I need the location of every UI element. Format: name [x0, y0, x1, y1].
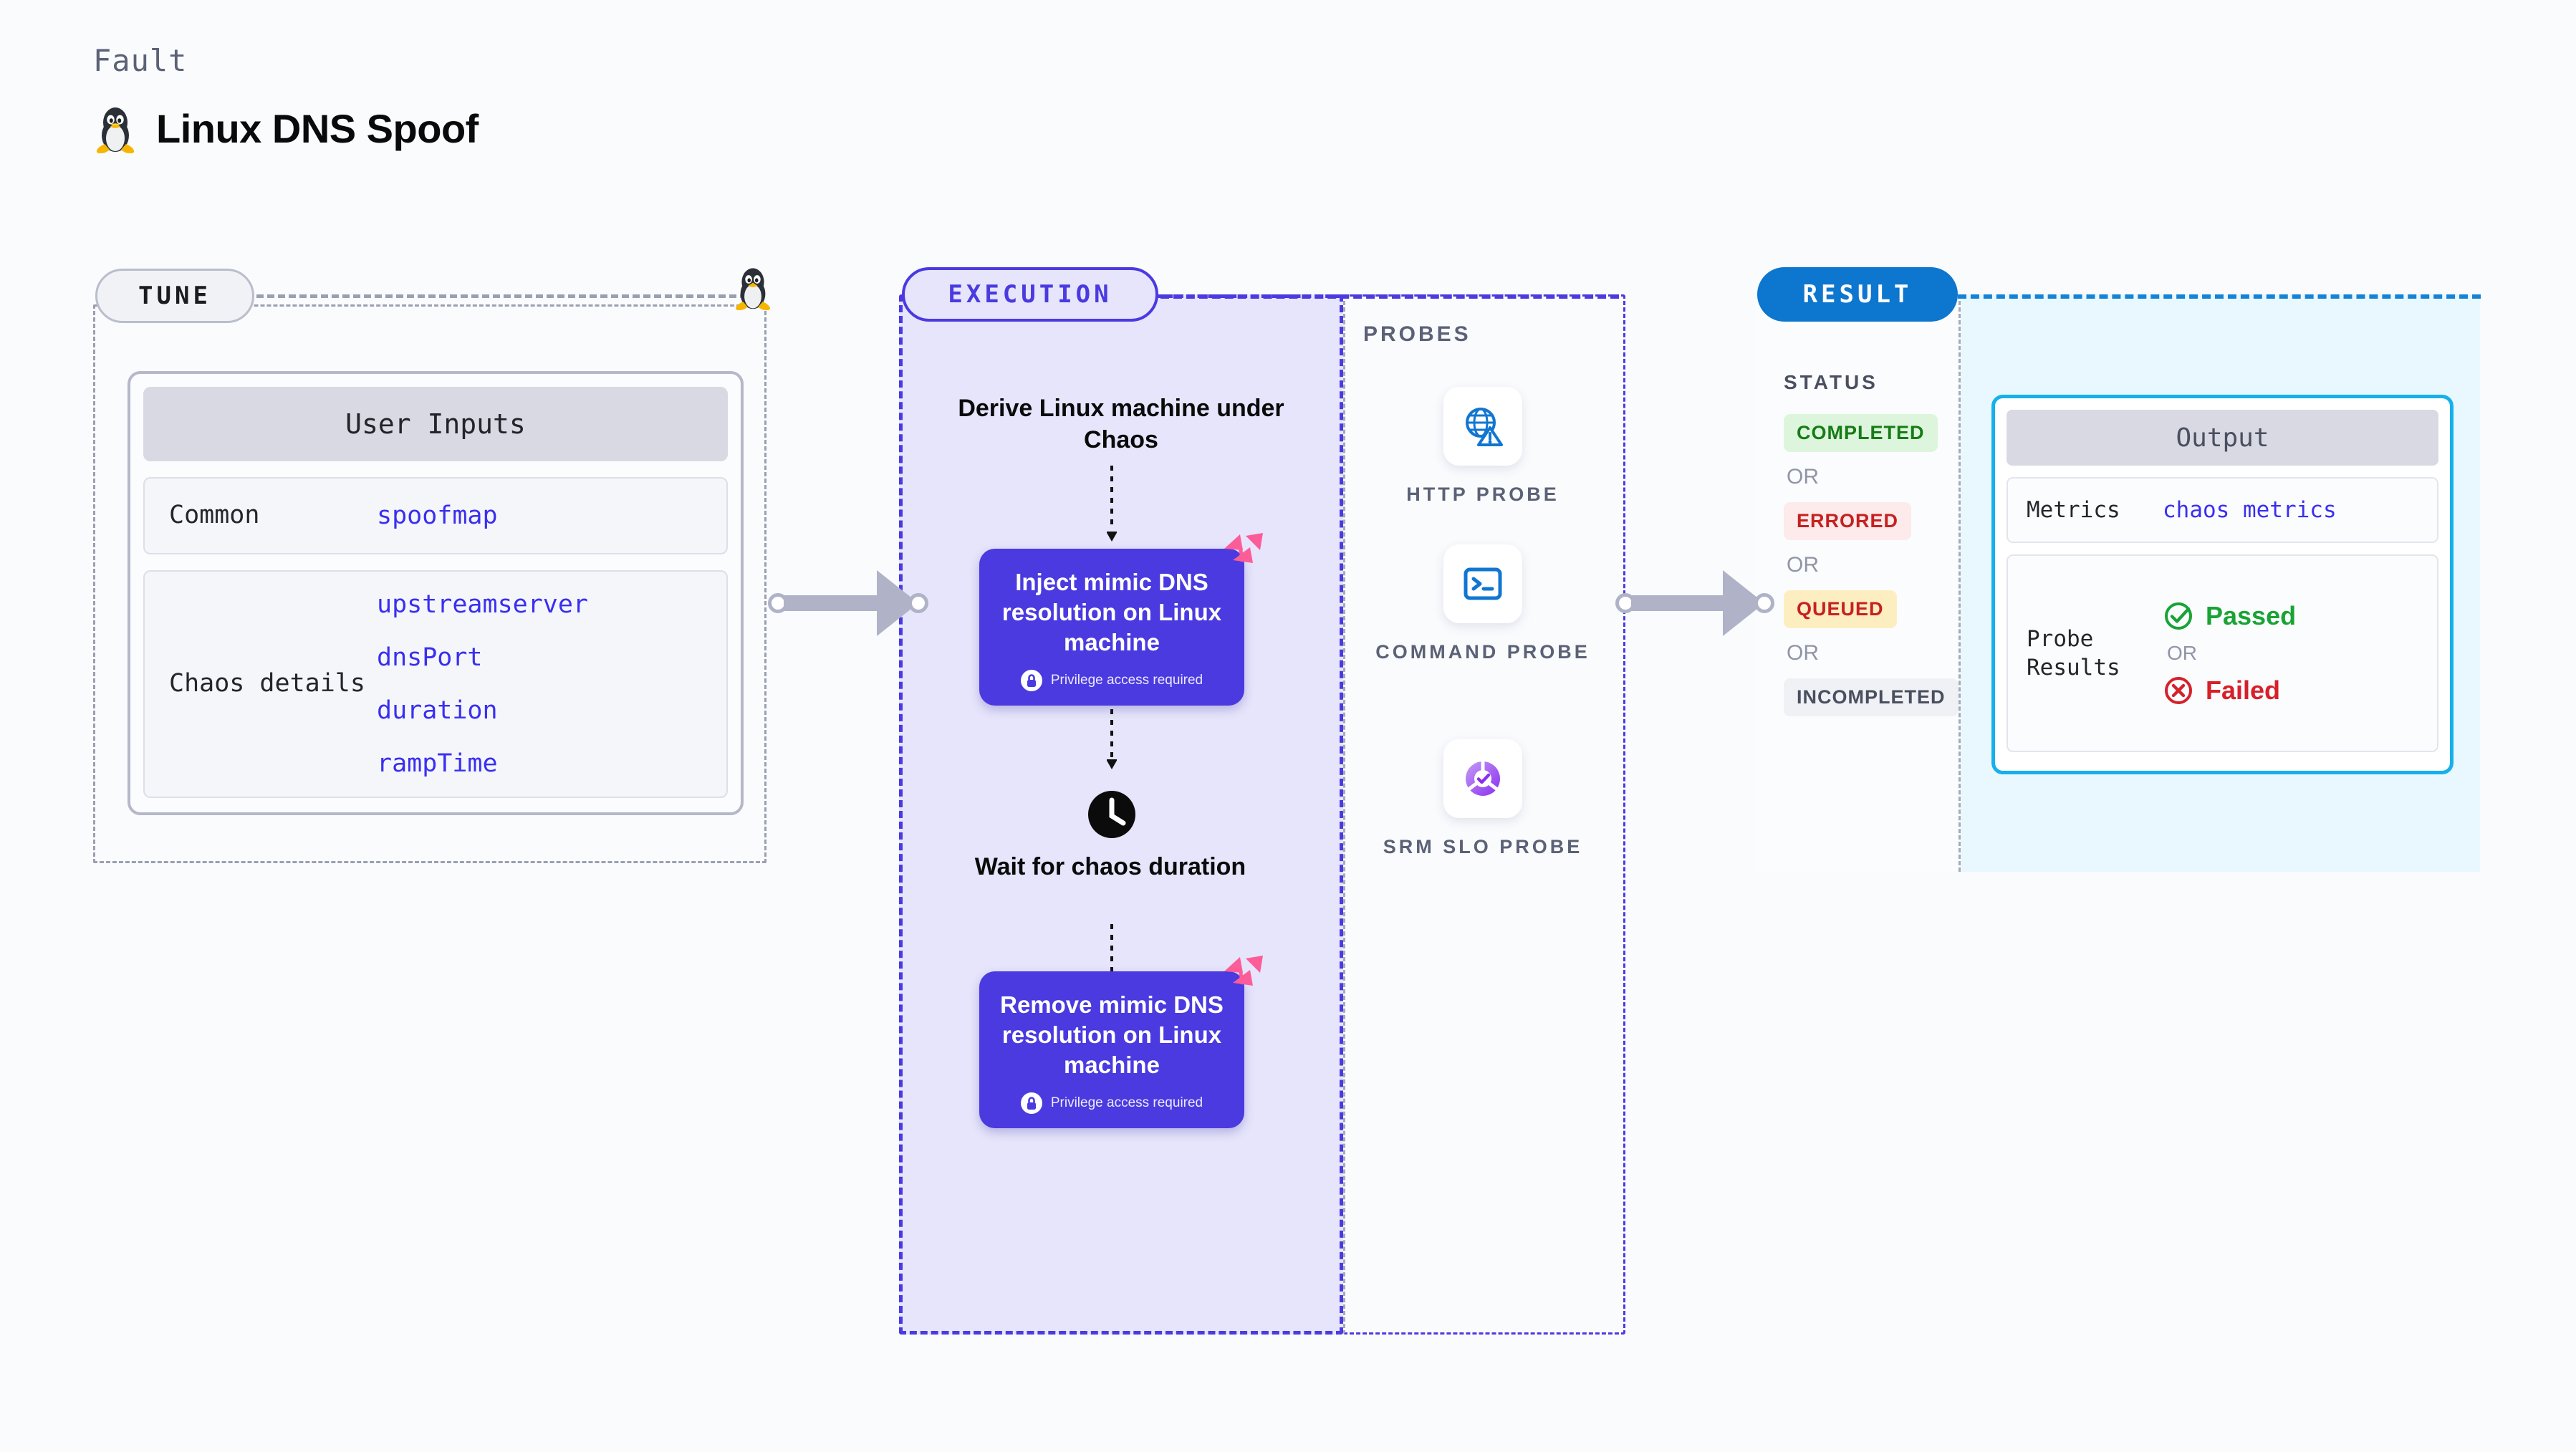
output-row-probe-results: Probe Results Passed OR Failed — [2007, 554, 2438, 752]
status-list: COMPLETED OR ERRORED OR QUEUED OR INCOMP… — [1784, 414, 1959, 716]
node-title: Inject mimic DNS resolution on Linux mac… — [1001, 569, 1222, 656]
connector-end-dot — [1754, 593, 1774, 613]
user-inputs-title: User Inputs — [143, 387, 728, 461]
wait-clock — [1080, 782, 1144, 850]
probe-result-values: Passed OR Failed — [2163, 600, 2296, 706]
chaos-fault-ribbon-icon — [1224, 956, 1263, 986]
param-values: spoofmap — [377, 501, 498, 530]
probe-icon-box — [1443, 544, 1522, 623]
connector-tune-to-execution — [768, 570, 928, 636]
linux-tux-icon — [96, 107, 135, 153]
probe-result-passed: Passed — [2163, 600, 2296, 632]
param-value[interactable]: dnsPort — [377, 643, 483, 672]
title-row: Linux DNS Spoof — [93, 102, 479, 154]
probe-label: HTTP PROBE — [1406, 484, 1559, 505]
lock-icon — [1020, 1092, 1042, 1114]
check-circle-icon — [2165, 602, 2192, 630]
result-stage-pill[interactable]: RESULT — [1757, 267, 1958, 322]
terminal-icon — [1464, 567, 1502, 600]
tune-stage-boundary — [93, 304, 766, 863]
probe-result-failed-label: Failed — [2206, 675, 2281, 705]
tune-stage-pill[interactable]: TUNE — [95, 269, 254, 323]
output-title: Output — [2007, 410, 2438, 466]
output-metrics-label: Metrics — [2027, 496, 2120, 523]
output-card: Output Metrics chaos metrics Probe Resul… — [1991, 395, 2454, 774]
tune-connector-line — [256, 294, 758, 298]
slo-donut-check-icon — [1464, 759, 1501, 796]
param-row-common[interactable]: Common spoofmap — [143, 477, 728, 554]
status-badge-completed: COMPLETED — [1784, 414, 1938, 452]
output-probe-results-label: Probe Results — [2027, 625, 2120, 681]
execution-start-label: Derive Linux machine under Chaos — [958, 395, 1284, 454]
flow-arrow-1 — [1107, 466, 1117, 542]
connector-end-dot — [908, 593, 928, 613]
probe-label: SRM SLO PROBE — [1383, 836, 1583, 857]
result-connector-line — [1958, 294, 2481, 299]
param-name: Chaos details — [169, 669, 365, 698]
execution-node-remove[interactable]: Remove mimic DNS resolution on Linux mac… — [979, 956, 1263, 1128]
node-badge-label: Privilege access required — [1050, 1095, 1203, 1110]
node-title: Remove mimic DNS resolution on Linux mac… — [1000, 991, 1224, 1079]
probes-stage-boundary — [1343, 294, 1625, 1335]
output-metrics-value[interactable]: chaos metrics — [2163, 497, 2337, 523]
clock-icon — [1088, 791, 1135, 838]
status-badge-incompleted: INCOMPLETED — [1784, 678, 1959, 716]
page-header: Fault Linux DNS Spoof — [93, 43, 479, 154]
param-values: upstreamserver dnsPort duration rampTime — [377, 590, 588, 778]
node-badge: Privilege access required — [995, 1092, 1229, 1114]
or-separator: OR — [1787, 641, 1819, 665]
probe-http[interactable]: HTTP PROBE — [1375, 387, 1590, 507]
param-row-chaos-details[interactable]: Chaos details upstreamserver dnsPort dur… — [143, 570, 728, 798]
lock-icon — [1020, 669, 1042, 691]
linux-tux-icon-small — [736, 268, 770, 311]
param-value[interactable]: upstreamserver — [377, 590, 589, 619]
connector-execution-to-result — [1615, 570, 1774, 636]
execution-connector-line — [1160, 294, 1619, 299]
param-value[interactable]: duration — [377, 696, 498, 725]
probes-section-label: PROBES — [1363, 322, 1471, 346]
probe-srm-slo[interactable]: SRM SLO PROBE — [1375, 739, 1590, 860]
page-kicker: Fault — [93, 43, 188, 78]
output-row-metrics[interactable]: Metrics chaos metrics — [2007, 477, 2438, 543]
probe-icon-box — [1443, 387, 1522, 466]
param-value[interactable]: rampTime — [377, 749, 498, 778]
wait-label: Wait for chaos duration — [974, 853, 1246, 880]
param-value[interactable]: spoofmap — [377, 501, 498, 530]
node-badge: Privilege access required — [995, 669, 1229, 691]
or-separator: OR — [1787, 465, 1819, 489]
connector-line — [1631, 595, 1723, 611]
node-badge-label: Privilege access required — [1050, 672, 1203, 688]
probe-command[interactable]: COMMAND PROBE — [1375, 544, 1590, 665]
probe-label: COMMAND PROBE — [1375, 641, 1590, 663]
page-title: Linux DNS Spoof — [156, 105, 479, 151]
chaos-fault-ribbon-icon — [1224, 533, 1263, 563]
status-badge-errored: ERRORED — [1784, 502, 1912, 540]
user-inputs-card: User Inputs Common spoofmap Chaos detail… — [128, 371, 744, 815]
status-label: STATUS — [1784, 371, 1878, 393]
globe-warning-icon — [1466, 408, 1503, 446]
x-circle-icon — [2165, 677, 2192, 704]
execution-node-inject[interactable]: Inject mimic DNS resolution on Linux mac… — [979, 533, 1263, 706]
result-status-column — [1756, 294, 1961, 872]
connector-line — [784, 595, 877, 611]
status-badge-queued: QUEUED — [1784, 590, 1897, 628]
probe-result-failed: Failed — [2163, 675, 2296, 706]
probe-result-or: OR — [2167, 642, 2197, 664]
param-name: Common — [169, 501, 260, 530]
or-separator: OR — [1787, 553, 1819, 577]
execution-stage-pill[interactable]: EXECUTION — [902, 267, 1158, 322]
probe-result-passed-label: Passed — [2206, 601, 2297, 630]
probe-icon-box — [1443, 739, 1522, 818]
